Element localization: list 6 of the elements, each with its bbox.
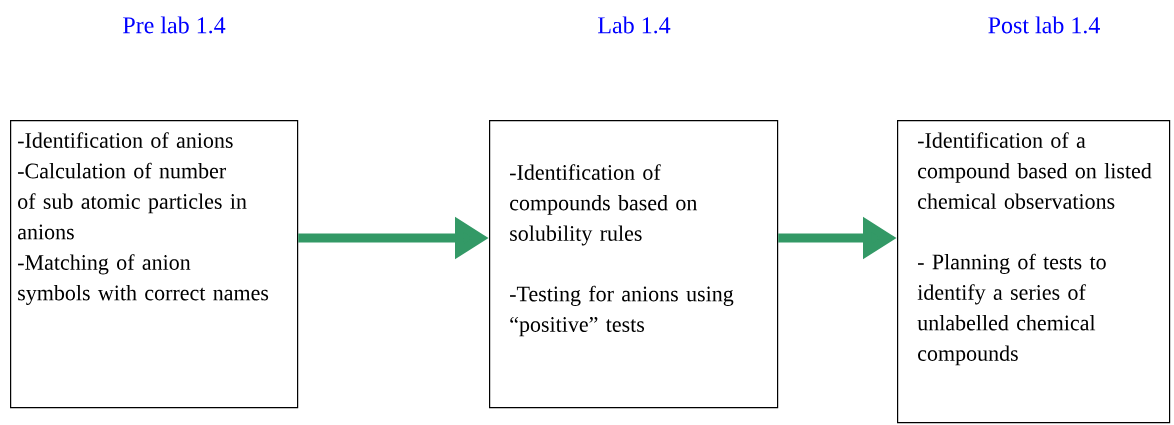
process-box: -Identification of compounds based on solubility rules -Testing for anions using “positive” tests xyxy=(489,120,779,409)
stage-heading: Pre lab 1.4 xyxy=(123,16,226,34)
stage-heading: Post lab 1.4 xyxy=(988,16,1100,34)
stage-heading: Lab 1.4 xyxy=(598,16,671,34)
process-box: -Identification of anions -Calculation of number of sub atomic particles in anions -Matching of anion symbols with correct names xyxy=(10,120,299,409)
process-box: -Identification of a compound based on listed chemical observations - Planning of tests to identify a series of unlabelled chemical compounds xyxy=(897,120,1171,424)
